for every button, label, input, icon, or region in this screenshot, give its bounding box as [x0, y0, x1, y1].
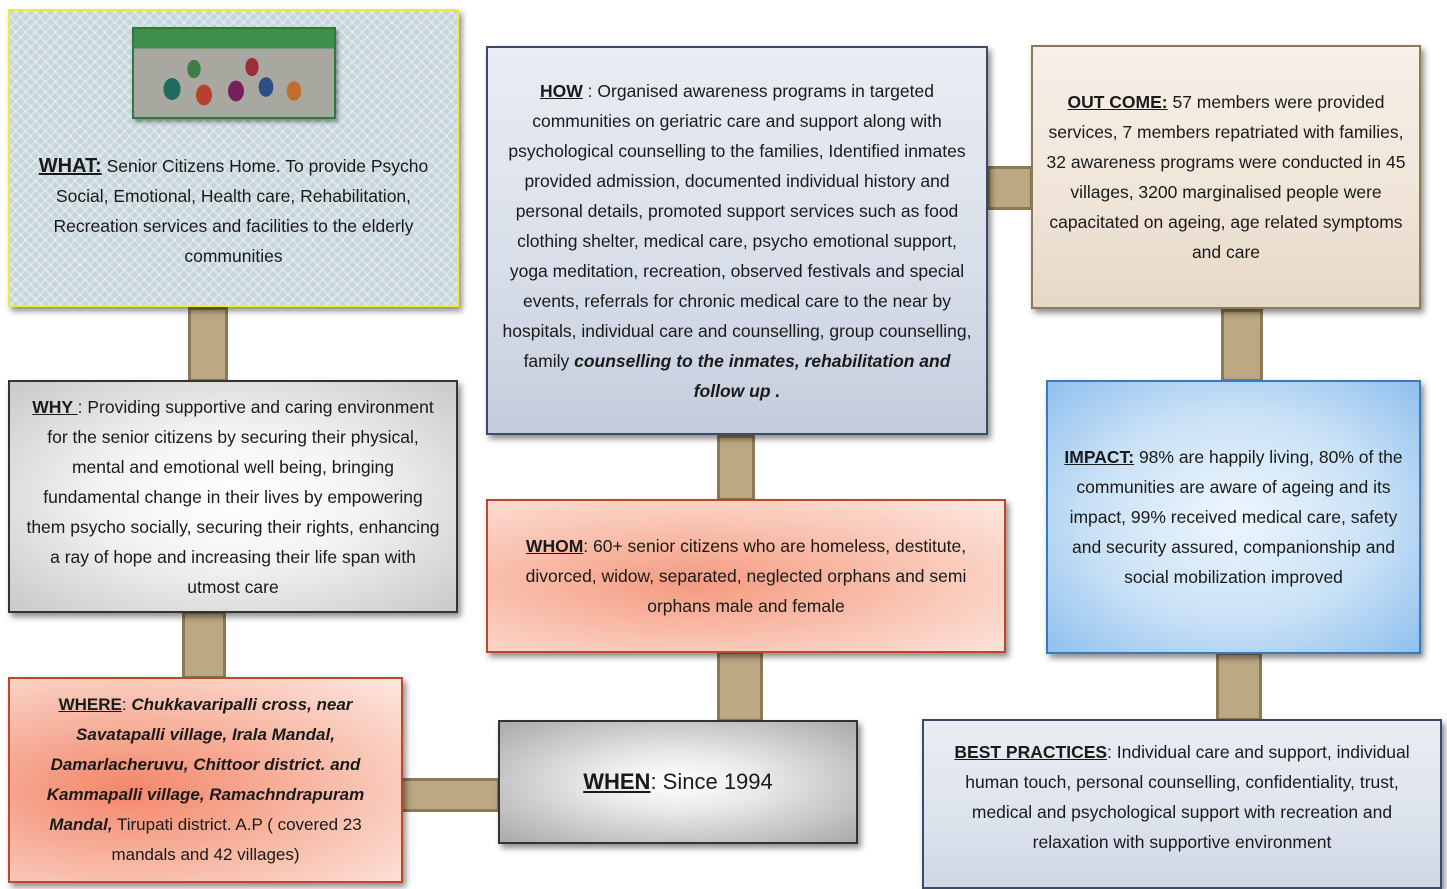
why-heading: WHY: [32, 396, 78, 417]
whom-box: WHOM: 60+ senior citizens who are homele…: [486, 499, 1006, 653]
what-box: WHAT: Senior Citizens Home. To provide P…: [8, 9, 459, 307]
why-text: : Providing supportive and caring enviro…: [26, 396, 440, 597]
best-practices-box: BEST PRACTICES: Individual care and supp…: [922, 719, 1442, 889]
whom-text: : 60+ senior citizens who are homeless, …: [525, 536, 967, 616]
impact-heading: IMPACT:: [1064, 447, 1135, 467]
best-practices-heading: BEST PRACTICES: [954, 742, 1108, 762]
how-text: : Organised awareness programs in target…: [502, 80, 972, 371]
connector-when-whom: [717, 651, 763, 722]
outcome-paragraph: OUT COME: 57 members were provided servi…: [1045, 87, 1407, 267]
whom-heading: WHOM: [525, 536, 584, 556]
when-text: : Since 1994: [650, 769, 773, 794]
when-paragraph: WHEN: Since 1994: [583, 767, 773, 797]
impact-text: 98% are happily living, 80% of the commu…: [1069, 447, 1403, 587]
how-paragraph: HOW : Organised awareness programs in ta…: [500, 76, 974, 406]
when-heading: WHEN: [583, 769, 651, 794]
what-text: Senior Citizens Home. To provide Psycho …: [53, 156, 429, 266]
connector-impact-best: [1216, 652, 1262, 721]
outcome-box: OUT COME: 57 members were provided servi…: [1031, 45, 1421, 309]
outcome-text: 57 members were provided services, 7 mem…: [1046, 92, 1406, 262]
where-location-text: Chukkavaripalli cross, near Savatapalli …: [46, 695, 365, 834]
outcome-heading: OUT COME:: [1067, 92, 1168, 112]
connector-whom-how: [717, 435, 755, 501]
connector-outcome-impact: [1221, 309, 1263, 382]
where-separator: :: [121, 695, 132, 714]
best-practices-paragraph: BEST PRACTICES: Individual care and supp…: [936, 737, 1428, 857]
how-box: HOW : Organised awareness programs in ta…: [486, 46, 988, 435]
where-paragraph: WHERE: Chukkavaripalli cross, near Savat…: [20, 690, 391, 870]
whom-paragraph: WHOM: 60+ senior citizens who are homele…: [500, 531, 992, 621]
where-heading: WHERE: [58, 695, 122, 714]
best-practices-text: : Individual care and support, individua…: [965, 742, 1410, 852]
impact-paragraph: IMPACT: 98% are happily living, 80% of t…: [1060, 442, 1407, 592]
connector-how-outcome: [987, 166, 1033, 210]
connector-where-when: [400, 778, 500, 812]
why-box: WHY : Providing supportive and caring en…: [8, 380, 458, 613]
where-district-text: Tirupati district. A.P ( covered 23 mand…: [111, 815, 362, 864]
where-box: WHERE: Chukkavaripalli cross, near Savat…: [8, 677, 403, 883]
connector-why-where: [182, 611, 226, 679]
how-heading: HOW: [540, 80, 583, 101]
why-paragraph: WHY : Providing supportive and caring en…: [22, 392, 444, 602]
what-paragraph: WHAT: Senior Citizens Home. To provide P…: [22, 151, 445, 271]
when-box: WHEN: Since 1994: [498, 720, 858, 844]
connector-what-why: [188, 307, 228, 382]
senior-citizens-photo: [131, 27, 336, 119]
how-emphasis-text: counselling to the inmates, rehabilitati…: [574, 350, 951, 401]
what-heading: WHAT:: [38, 155, 102, 177]
impact-box: IMPACT: 98% are happily living, 80% of t…: [1046, 380, 1421, 654]
